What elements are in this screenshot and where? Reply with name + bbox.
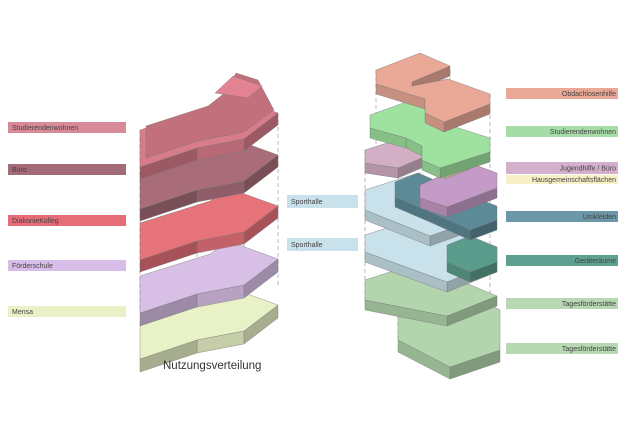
right-legend-item-label: Geräteräume	[575, 258, 616, 265]
foerderschule-floor	[139, 240, 279, 327]
right-legend-item-swatch	[506, 298, 618, 309]
left-legend-item-label: Mensa	[12, 309, 33, 316]
right-legend-item-label: Obdachlosenhilfe	[562, 91, 616, 98]
left-legend-item-label: Studierendenwohnen	[12, 125, 78, 132]
right-legend-item: Jugendhilfe / Büro	[506, 162, 618, 174]
buero-floor-left	[139, 136, 279, 222]
right-legend-item-swatch	[506, 343, 618, 354]
left-legend-item-swatch	[8, 122, 126, 133]
right-legend-item-swatch	[506, 162, 618, 174]
right-legend-item-label: Tagesförderstätte	[562, 346, 616, 353]
left-building-stack	[139, 72, 279, 373]
right-legend-item-swatch	[506, 126, 618, 137]
roof-ridge	[145, 72, 275, 159]
right-legend-item: Obdachlosenhilfe	[506, 88, 618, 99]
left-legend-item-label: Förderschule	[12, 263, 53, 270]
left-legend-item-label: DiakonieKolleg	[12, 218, 59, 225]
right-legend-item-label: Umkleiden	[583, 214, 616, 221]
right-legend-item-label: Studierendenwohnen	[550, 129, 616, 136]
right-legend-item-swatch	[506, 255, 618, 266]
obdachlosenhilfe-floor	[375, 52, 491, 133]
right-legend-item-swatch	[506, 88, 618, 99]
mensa-floor	[139, 286, 279, 373]
right-legend-item-swatch	[506, 175, 618, 184]
middle-legend-item-swatch	[287, 195, 358, 208]
right-legend-item: Hausgemeinschaftsflächen	[506, 175, 618, 184]
jugendhilfe-purple-block	[419, 162, 498, 218]
left-legend-item: DiakonieKolleg	[8, 215, 126, 226]
right-legend-item-label: Hausgemeinschaftsflächen	[532, 177, 616, 184]
right-legend-item: Studierendenwohnen	[506, 126, 618, 137]
middle-legend-item: Sporthalle	[287, 238, 358, 251]
legend-layer: StudierendenwohnenBüroDiakonieKollegFörd…	[8, 88, 618, 354]
right-legend-item: Tagesförderstätte	[506, 298, 618, 309]
left-legend-item-swatch	[8, 215, 126, 226]
left-legend-item: Studierendenwohnen	[8, 122, 126, 133]
right-legend-item-swatch	[506, 211, 618, 222]
right-legend-item: Geräteräume	[506, 255, 618, 266]
middle-legend-item-swatch	[287, 238, 358, 251]
right-legend-item-label: Tagesförderstätte	[562, 301, 616, 308]
left-legend-item: Mensa	[8, 306, 126, 317]
right-legend-item: Tagesförderstätte	[506, 343, 618, 354]
left-legend-item-swatch	[8, 306, 126, 317]
left-legend-item: Förderschule	[8, 260, 126, 271]
geraeteraeume-block	[446, 235, 498, 283]
left-legend-item-swatch	[8, 164, 126, 175]
middle-legend-item-label: Sporthalle	[291, 242, 323, 249]
right-legend-item: Umkleiden	[506, 211, 618, 222]
middle-legend-item-label: Sporthalle	[291, 199, 323, 206]
right-legend-item-label: Jugendhilfe / Büro	[560, 166, 617, 173]
diagram-caption: Nutzungsverteilung	[163, 360, 261, 372]
diakoniekolleg-floor	[139, 187, 279, 273]
left-legend-item-swatch	[8, 260, 126, 271]
right-building-stack	[364, 52, 501, 380]
middle-legend-item: Sporthalle	[287, 195, 358, 208]
left-legend-item: Büro	[8, 164, 126, 175]
left-legend-item-label: Büro	[12, 167, 27, 174]
